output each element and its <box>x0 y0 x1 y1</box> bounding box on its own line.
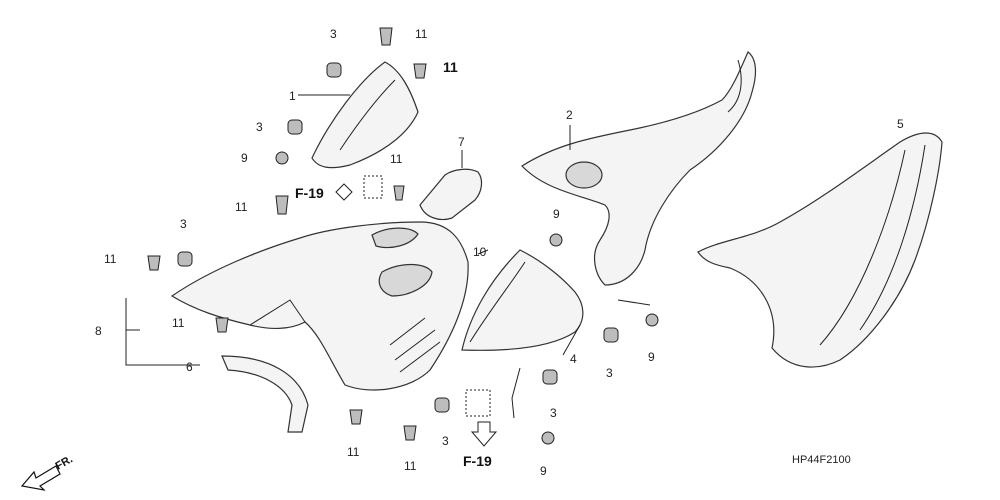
part-right-side-cover <box>697 132 943 368</box>
reference-label-lower: F-19 <box>463 453 492 469</box>
reference-label-upper: F-19 <box>295 185 324 201</box>
callout-7: 7 <box>458 135 465 149</box>
callout-10: 10 <box>473 245 487 259</box>
callout-9: 9 <box>648 350 655 364</box>
part-trim-strip <box>221 355 309 433</box>
callout-3: 3 <box>256 120 263 134</box>
part-lower-cover <box>461 249 584 351</box>
callout-1: 1 <box>289 89 296 103</box>
callout-11: 11 <box>235 200 248 214</box>
reference-box-upper <box>363 175 383 199</box>
callout-3: 3 <box>442 434 449 448</box>
part-small-lid <box>419 168 483 221</box>
callout-3: 3 <box>606 366 613 380</box>
callout-11: 11 <box>415 27 428 41</box>
part-inner-cover <box>521 51 757 286</box>
callout-4: 4 <box>570 352 577 366</box>
part-main-side-cover <box>170 221 469 391</box>
callout-11: 11 <box>443 59 458 75</box>
diagram-code: HP44F2100 <box>792 454 851 466</box>
callout-11: 11 <box>390 152 403 166</box>
front-marker: FR. <box>54 453 75 472</box>
callout-11: 11 <box>404 459 417 473</box>
callout-9: 9 <box>540 464 547 478</box>
callout-2: 2 <box>566 108 573 122</box>
callout-3: 3 <box>330 27 337 41</box>
down-arrow-icon <box>470 421 498 447</box>
front-arrow-icon <box>20 465 61 491</box>
callout-11: 11 <box>104 252 117 266</box>
callout-6: 6 <box>186 360 193 374</box>
callout-5: 5 <box>897 117 904 131</box>
callout-11: 11 <box>172 316 185 330</box>
callout-9: 9 <box>241 151 248 165</box>
callout-3: 3 <box>550 406 557 420</box>
callout-8: 8 <box>95 324 102 338</box>
callout-11: 11 <box>347 445 360 459</box>
callout-3: 3 <box>180 217 187 231</box>
callout-9: 9 <box>553 207 560 221</box>
reference-box-lower <box>465 389 491 417</box>
